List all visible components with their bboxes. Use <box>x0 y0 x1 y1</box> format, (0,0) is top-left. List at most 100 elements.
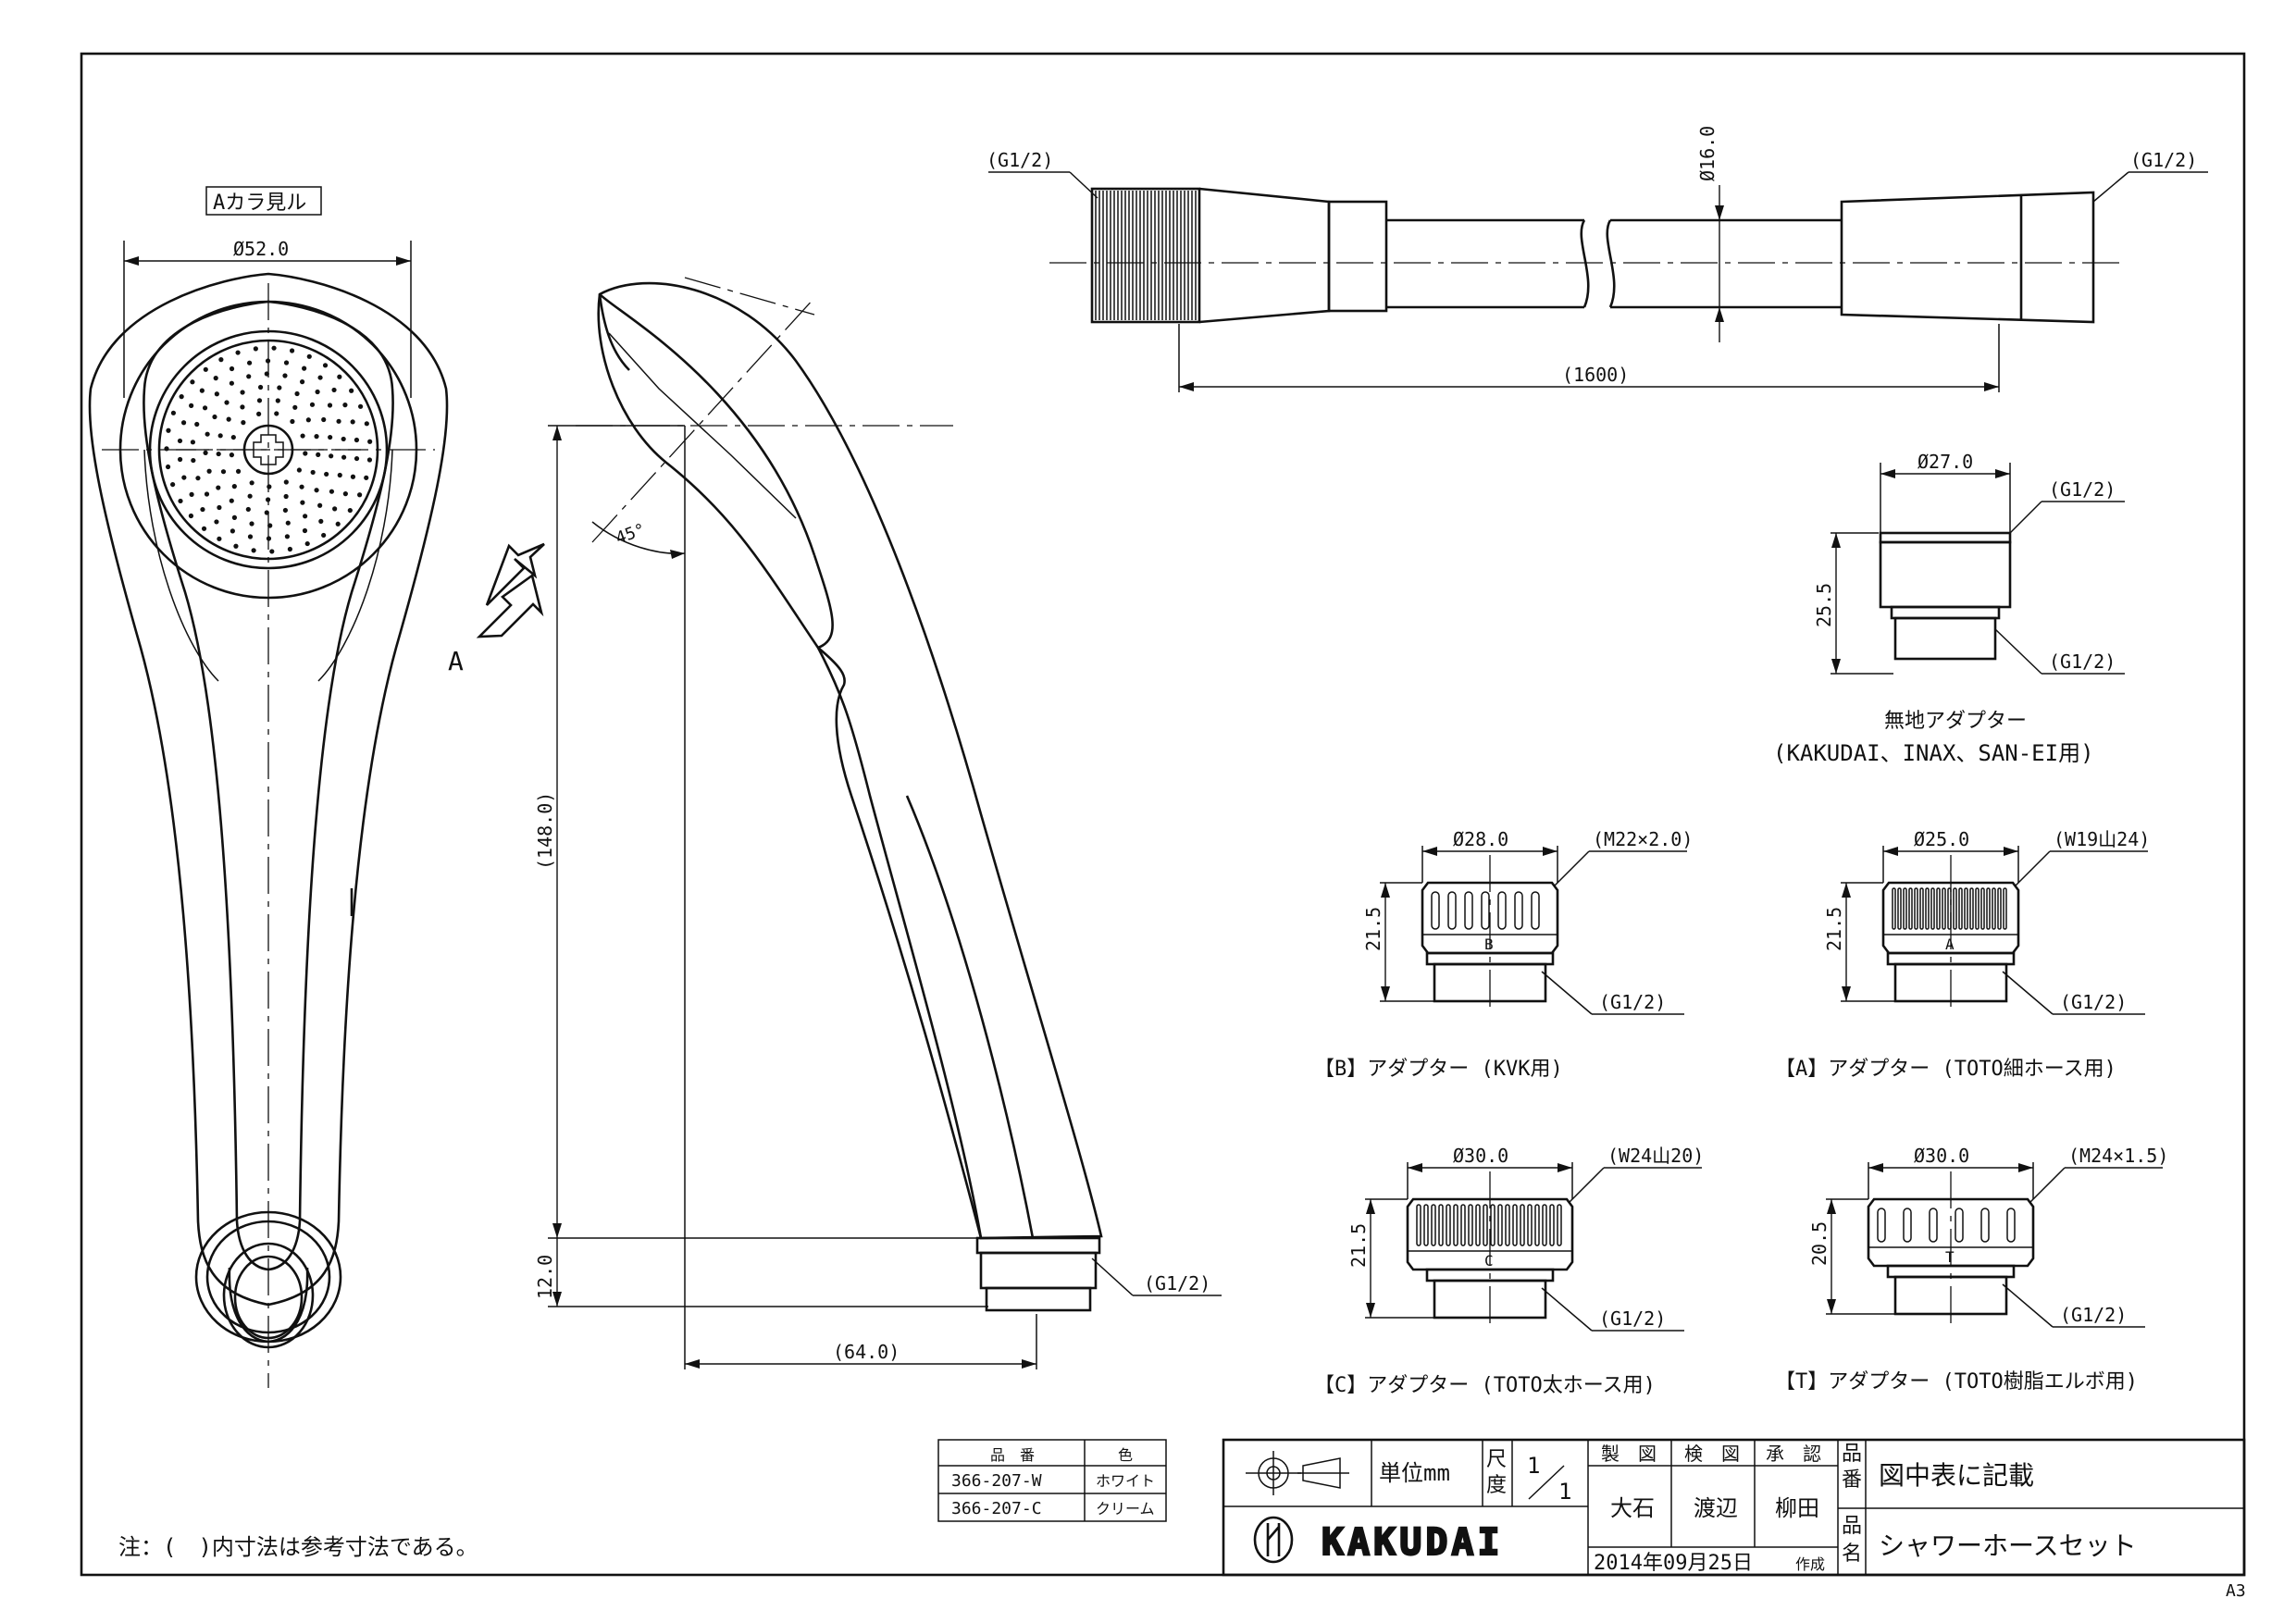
parts-row-code: 366-207-W <box>951 1471 1042 1491</box>
adapter-rib <box>1447 891 1457 930</box>
adapter-rib <box>1942 887 1946 930</box>
adapter-caption: 【B】アダプター (KVK用) <box>1314 1058 1563 1081</box>
spray-hole <box>226 416 231 422</box>
spray-hole <box>364 475 369 480</box>
adapter-thread-bottom: (G1/2) <box>2060 991 2127 1013</box>
adapter-dia: Ø28.0 <box>1453 828 1508 850</box>
adapter-rib <box>1512 1204 1518 1246</box>
scale-label1: 尺 <box>1486 1448 1507 1471</box>
spray-hole <box>304 540 310 547</box>
adapter-rib <box>1964 887 1968 930</box>
spray-hole <box>285 520 291 526</box>
adapter-thread-top: (W24山20) <box>1607 1145 1704 1167</box>
spray-hole <box>214 391 219 397</box>
plain-dia: Ø27.0 <box>1917 451 1973 473</box>
spray-hole <box>299 379 305 385</box>
spray-hole <box>194 421 200 427</box>
front-view: Aカラ見ル Ø52.0 <box>88 186 449 1388</box>
spray-hole <box>224 400 230 405</box>
spray-hole <box>275 398 280 403</box>
drawing-no-label2: 番 <box>1842 1468 1862 1492</box>
spray-hole <box>191 457 196 464</box>
adapter-dia: Ø30.0 <box>1914 1145 1969 1167</box>
spray-hole <box>342 403 348 408</box>
spray-hole <box>305 417 311 423</box>
spray-hole <box>321 532 327 539</box>
spray-hole <box>367 439 373 444</box>
adapter-caption: 【C】アダプター (TOTO太ホース用) <box>1314 1374 1656 1397</box>
spray-hole <box>274 411 279 416</box>
spray-hole <box>299 484 304 489</box>
adapter-rib <box>1903 887 1907 930</box>
adapter-rib <box>1997 887 2002 930</box>
adapter-height: 21.5 <box>1823 907 1845 951</box>
parts-row-color: ホワイト <box>1096 1472 1155 1490</box>
spray-hole <box>296 467 302 473</box>
spray-hole <box>217 536 222 541</box>
spray-hole <box>283 479 289 485</box>
spray-hole <box>179 394 184 400</box>
adapter-rib <box>1980 1208 1990 1243</box>
spray-hole <box>233 543 239 549</box>
side-view: 45° (148.0) 12.0 (64.0) (G1/2) <box>534 277 1222 1369</box>
adapter-rib <box>1446 1204 1451 1246</box>
adapter-rib <box>1969 887 1974 930</box>
spray-hole <box>277 385 282 390</box>
spray-hole <box>357 492 363 498</box>
spray-hole <box>230 434 236 440</box>
spray-hole <box>315 389 320 395</box>
spray-hole <box>249 521 254 527</box>
spray-hole <box>327 403 333 408</box>
spray-hole <box>229 498 234 503</box>
sheet-size: A3 <box>2226 1581 2246 1601</box>
spray-hole <box>267 484 272 489</box>
len-148-dim: (148.0) <box>534 792 556 870</box>
role-approve: 承 認 <box>1766 1443 1821 1465</box>
spray-hole <box>317 375 323 380</box>
adapter-plain: Ø27.0 25.5 (G1/2) (G1/2) 無地アダプター (KAKUDA… <box>1773 451 2125 766</box>
spray-hole <box>336 418 341 424</box>
adapter-rib <box>1877 1208 1886 1243</box>
adapter-rib <box>1483 1204 1488 1246</box>
spray-hole <box>235 350 241 355</box>
spray-hole <box>216 485 221 490</box>
spray-hole <box>354 437 360 443</box>
parts-row-code: 366-207-C <box>951 1499 1042 1518</box>
parts-header-color: 色 <box>1118 1446 1133 1464</box>
spray-hole <box>316 452 321 457</box>
scale-num: 1 <box>1527 1453 1540 1479</box>
spray-hole <box>284 534 291 539</box>
adapter-dia: Ø25.0 <box>1914 828 1969 850</box>
adapter-thread-top: (M24×1.5) <box>2068 1145 2168 1167</box>
view-label: Aカラ見ル <box>213 192 306 215</box>
spray-hole <box>249 480 254 486</box>
adapter-rib <box>1919 887 1924 930</box>
spray-hole <box>220 469 227 475</box>
spray-hole <box>203 366 208 372</box>
adapter-rib <box>1520 1204 1525 1246</box>
spray-hole <box>357 403 364 409</box>
spray-hole <box>188 513 194 519</box>
spray-hole <box>328 434 333 440</box>
adapter-rib <box>1955 1208 1964 1243</box>
spray-hole <box>241 420 246 426</box>
angle-dim: 45° <box>614 520 649 549</box>
adapter-rib <box>1505 1204 1510 1246</box>
adapter-height: 20.5 <box>1808 1221 1831 1266</box>
spray-hole <box>189 403 194 408</box>
spray-hole <box>218 357 224 363</box>
spray-hole <box>203 450 208 455</box>
adapter-rib <box>1438 1204 1444 1246</box>
adapter-rib <box>1481 891 1490 930</box>
adapter-rib <box>1897 887 1902 930</box>
made-label: 作成 <box>1795 1555 1825 1573</box>
spray-hole <box>247 493 253 499</box>
spray-hole <box>195 476 201 481</box>
spray-holes <box>164 345 373 554</box>
len-64-dim: (64.0) <box>833 1341 900 1363</box>
spray-hole <box>303 451 308 456</box>
spray-hole <box>290 418 295 425</box>
spray-hole <box>322 363 329 368</box>
